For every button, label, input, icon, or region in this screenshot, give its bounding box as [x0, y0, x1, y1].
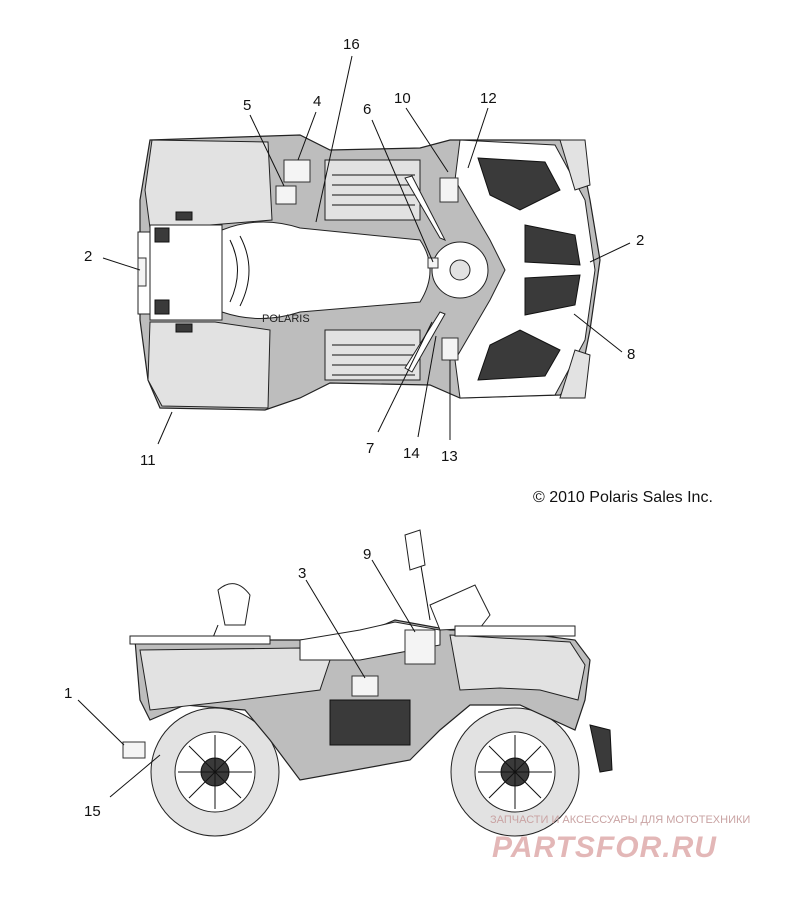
callout-5: 5 [243, 97, 251, 114]
callout-9: 9 [363, 546, 371, 563]
copyright-notice: © 2010 Polaris Sales Inc. [533, 489, 713, 506]
callout-16: 16 [343, 36, 360, 53]
callout-3: 3 [298, 565, 306, 582]
watermark-logo: PARTSFOR.RU [492, 831, 717, 864]
decal-2-left [137, 257, 147, 287]
callout-8: 8 [627, 346, 635, 363]
decal-9 [404, 629, 436, 665]
callout-2-right: 2 [636, 232, 644, 249]
wheel-spokes [178, 735, 552, 809]
callout-13: 13 [441, 448, 458, 465]
callout-10: 10 [394, 90, 411, 107]
callout-numbers: 16 4 5 6 10 12 2 2 8 11 7 14 13 3 9 1 15 [64, 36, 644, 820]
callout-6: 6 [363, 101, 371, 118]
callout-1: 1 [64, 685, 72, 702]
atv-side-view [122, 529, 613, 837]
footrest-treads [332, 174, 415, 376]
decal-1 [122, 741, 146, 759]
decal-13 [441, 337, 459, 361]
decal-4 [283, 159, 311, 183]
decal-6 [427, 257, 439, 269]
decal-3 [351, 675, 379, 697]
decal-5 [275, 185, 297, 205]
callout-2-left: 2 [84, 248, 92, 265]
callout-4: 4 [313, 93, 321, 110]
leader-lines [77, 55, 631, 798]
callout-11: 11 [140, 452, 156, 469]
watermark-tagline: ЗАПЧАСТИ И АКСЕССУАРЫ ДЛЯ МОТОТЕХНИКИ [490, 814, 750, 826]
callout-15: 15 [84, 803, 101, 820]
atv-top-view: POLARIS [137, 134, 601, 411]
callout-14: 14 [403, 445, 420, 462]
callout-12: 12 [480, 90, 497, 107]
watermark: ЗАПЧАСТИ И АКСЕССУАРЫ ДЛЯ МОТОТЕХНИКИ PA… [490, 814, 750, 864]
callout-7: 7 [366, 440, 374, 457]
hood-lettering: POLARIS [262, 313, 310, 325]
decal-10 [439, 177, 459, 203]
